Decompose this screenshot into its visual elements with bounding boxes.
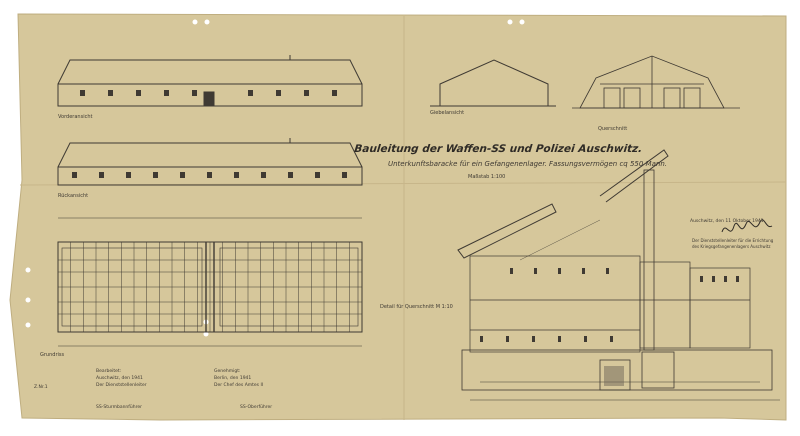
window (288, 172, 293, 178)
approval-role-line1: Der Dienststellenleiter für die Errichtu… (692, 238, 774, 243)
sign-block-mid: Genehmigt: Berlin, den 1941 Der Chef des… (214, 368, 272, 410)
window (126, 172, 131, 178)
sheet-subtitle: Unterkunftsbaracke für ein Gefangenenlag… (388, 160, 667, 168)
sign-block-left: Bearbeitet: Auschwitz, den 1941 Der Dien… (96, 368, 147, 410)
cross-section-label: Querschnitt (598, 126, 627, 132)
detail-section-label: Detail für Querschnitt M 1:10 (380, 304, 453, 310)
window (153, 172, 158, 178)
window (261, 172, 266, 178)
rear-windows (72, 172, 347, 178)
sign-left-line3: Der Dienststellenleiter (96, 382, 147, 388)
wall-mark (736, 276, 739, 282)
window (248, 90, 253, 96)
wall-mark (724, 276, 727, 282)
floor-plan-label: Grundriss (40, 352, 64, 358)
window (164, 90, 169, 96)
window (192, 90, 197, 96)
paper-background (9, 13, 787, 421)
sheet-scale: Maßstab 1:100 (468, 174, 505, 180)
sign-mid-line1: Genehmigt: (214, 368, 241, 374)
detail-section (457, 149, 780, 401)
wall-mark (584, 336, 587, 342)
window (276, 90, 281, 96)
sign-mid-line2: Berlin, den 1941 (214, 375, 251, 381)
wall-mark (558, 336, 561, 342)
cross-section (572, 55, 740, 109)
sheet-title: Bauleitung der Waffen-SS und Polizei Aus… (354, 143, 643, 155)
detail-pit (604, 366, 624, 386)
front-elevation-label: Vorderansicht (58, 114, 93, 120)
sign-mid-line3: Der Chef des Amtes II (214, 382, 263, 388)
rear-elevation-label: Rückansicht (58, 193, 88, 199)
gable-elevation (430, 59, 556, 107)
wall-mark (480, 336, 483, 342)
sign-left-foot: SS-Sturmbannführer (96, 404, 142, 410)
window (234, 172, 239, 178)
sheet-number: Z.Nr.1 (34, 384, 48, 390)
wall-mark (510, 268, 513, 274)
window (315, 172, 320, 178)
approval-place-date: Auschwitz, den 11 Oktober 1941 (690, 218, 764, 224)
window (72, 172, 77, 178)
sign-left-line1: Bearbeitet: (96, 368, 121, 374)
wall-mark (582, 268, 585, 274)
front-windows (80, 90, 337, 96)
wall-mark (532, 336, 535, 342)
window (99, 172, 104, 178)
detail-wall-marks (480, 268, 739, 342)
sign-left-line2: Auschwitz, den 1941 (96, 375, 143, 381)
wall-mark (534, 268, 537, 274)
window (180, 172, 185, 178)
window (136, 90, 141, 96)
wall-mark (558, 268, 561, 274)
window (304, 90, 309, 96)
approval-role-line2: des Kriegsgefangenenlagers Auschwitz (692, 244, 770, 249)
window (332, 90, 337, 96)
wall-mark (506, 336, 509, 342)
floor-plan-grid (57, 242, 363, 332)
wall-mark (606, 268, 609, 274)
window (342, 172, 347, 178)
wall-mark (712, 276, 715, 282)
rear-elevation (57, 138, 363, 186)
gable-elevation-label: Giebelansicht (430, 110, 464, 116)
window (108, 90, 113, 96)
window (207, 172, 212, 178)
wall-mark (610, 336, 613, 342)
wall-mark (700, 276, 703, 282)
front-elevation (57, 55, 363, 107)
sign-mid-foot: SS-Oberführer (240, 404, 272, 410)
window (80, 90, 85, 96)
handwritten-signature (721, 219, 773, 233)
